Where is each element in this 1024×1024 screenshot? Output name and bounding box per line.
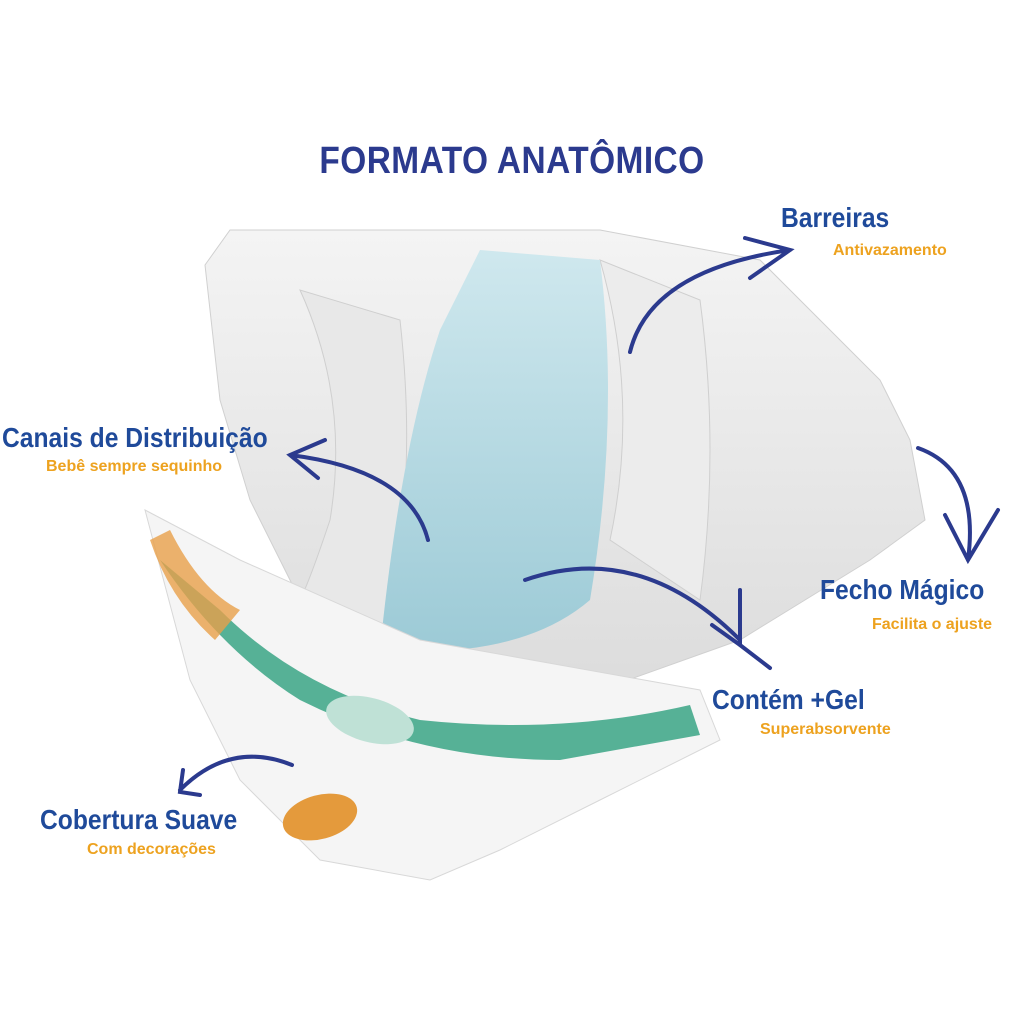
feature-heading-barreiras: Barreiras bbox=[781, 202, 890, 233]
feature-subtitle-barreiras: Antivazamento bbox=[833, 242, 947, 259]
arrow-barreiras bbox=[628, 236, 795, 354]
feature-heading-canais: Canais de Distribuição bbox=[2, 422, 268, 453]
logo-badge-top bbox=[326, 695, 414, 745]
feature-subtitle-fecho: Facilita o ajuste bbox=[872, 616, 993, 633]
leg-cuff-left bbox=[299, 289, 408, 641]
feature-subtitle-cobertura: Com decorações bbox=[87, 841, 216, 858]
front-print-green bbox=[160, 560, 700, 760]
absorbent-core bbox=[380, 250, 608, 652]
feature-heading-cobertura: Cobertura Suave bbox=[40, 804, 238, 835]
arrow-fecho bbox=[916, 446, 1000, 565]
front-print-orange bbox=[150, 530, 240, 640]
feature-subtitle-gel: Superabsorvente bbox=[760, 721, 891, 738]
feature-heading-fecho: Fecho Mágico bbox=[820, 574, 985, 605]
arrow-cobertura bbox=[177, 754, 294, 797]
leg-cuff-right bbox=[599, 259, 711, 601]
front-cover bbox=[144, 509, 721, 881]
feature-heading-gel: Contém +Gel bbox=[712, 684, 865, 715]
logo-badge-bottom bbox=[282, 793, 358, 841]
arrow-canais bbox=[286, 438, 430, 542]
arrow-gel bbox=[523, 566, 772, 670]
feature-subtitle-canais: Bebê sempre sequinho bbox=[46, 458, 223, 475]
page-title: FORMATO ANATÔMICO bbox=[319, 140, 705, 182]
